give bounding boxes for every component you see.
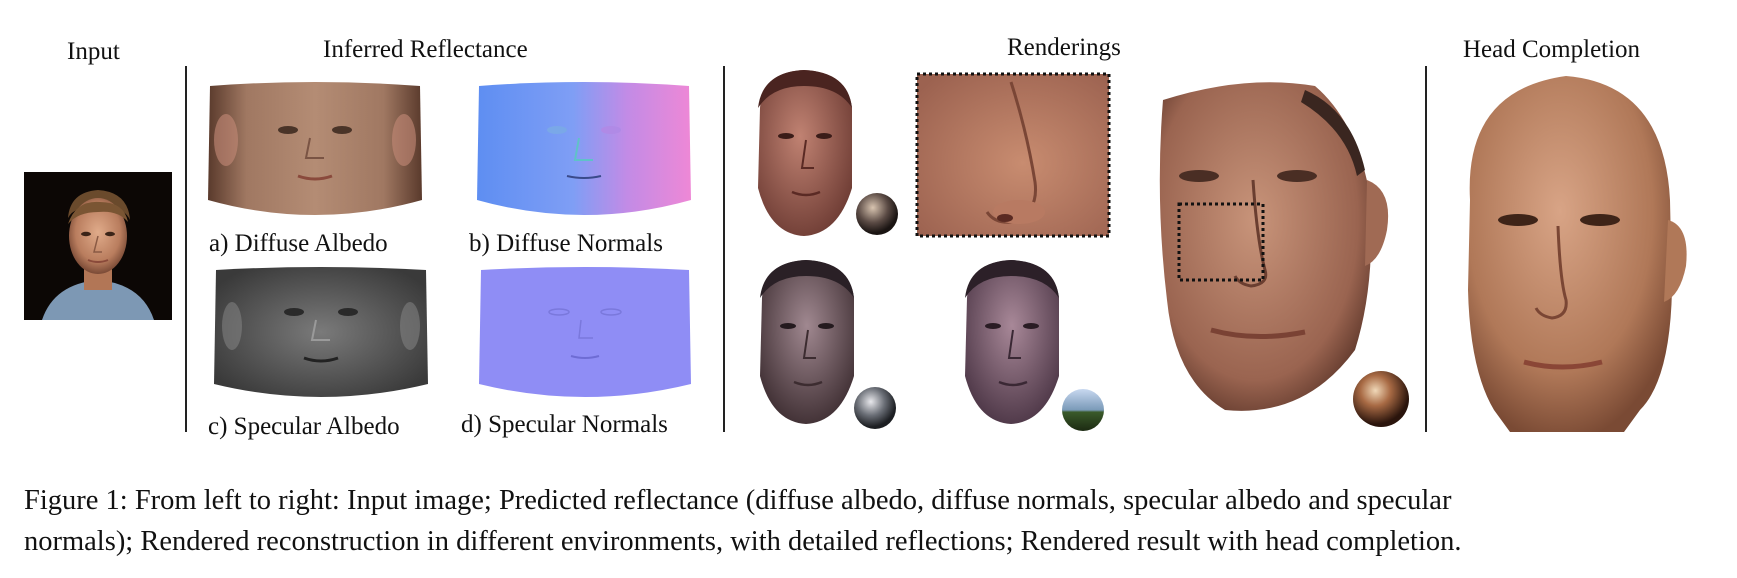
rendering-face-1 [748, 68, 868, 238]
input-header: Input [67, 38, 120, 65]
input-portrait-image [24, 172, 172, 320]
caption-line-1: Figure 1: From left to right: Input imag… [24, 485, 1452, 516]
nose-closeup-image [915, 72, 1111, 238]
rendering-face-3 [955, 258, 1073, 426]
specular-albedo-map [212, 266, 430, 406]
specular-normals-map [477, 266, 693, 406]
diffuse-albedo-map [206, 80, 424, 226]
head-completion-render [1450, 70, 1690, 432]
specular-albedo-label: c) Specular Albedo [208, 413, 400, 440]
renderings-header: Renderings [1007, 34, 1121, 61]
environment-sphere-1 [855, 192, 899, 236]
diffuse-normals-label: b) Diffuse Normals [469, 230, 663, 257]
rendering-face-2 [750, 258, 868, 426]
specular-normals-label: d) Specular Normals [461, 411, 668, 438]
diffuse-normals-map [475, 80, 693, 226]
separator-1 [185, 66, 187, 432]
head-completion-header: Head Completion [1463, 36, 1641, 63]
diffuse-albedo-label: a) Diffuse Albedo [209, 230, 388, 257]
environment-sphere-2 [853, 386, 897, 430]
environment-sphere-3 [1061, 388, 1105, 432]
reflectance-header: Inferred Reflectance [323, 36, 528, 63]
large-rendering-face [1155, 80, 1405, 420]
separator-2 [723, 66, 725, 432]
environment-sphere-4 [1352, 370, 1410, 428]
separator-3 [1425, 66, 1427, 432]
caption-line-2: normals); Rendered reconstruction in dif… [24, 526, 1462, 557]
figure-caption: Figure 1: From left to right: Input imag… [24, 480, 1724, 562]
